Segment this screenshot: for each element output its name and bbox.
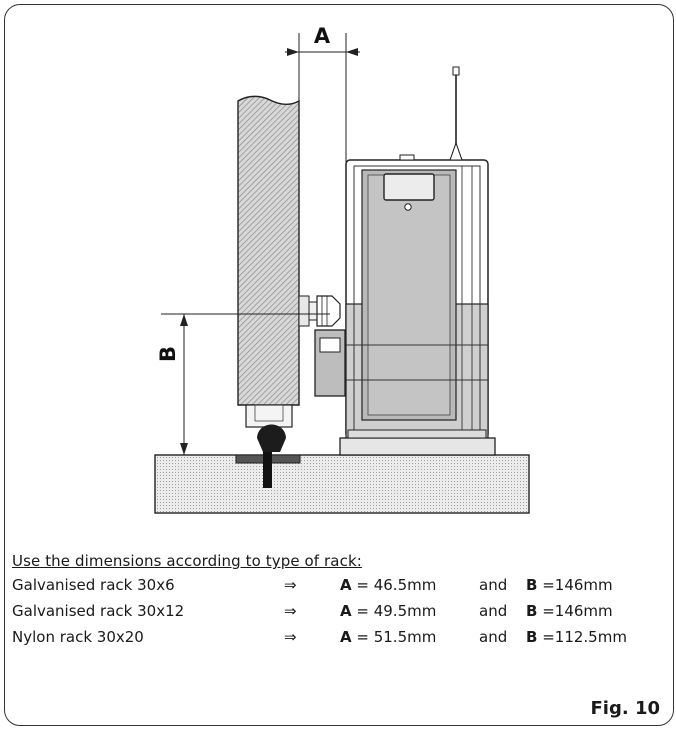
dim-a-label: A — [314, 24, 331, 48]
b-label: B — [526, 628, 538, 646]
and-text: and — [479, 602, 508, 620]
a-label: A — [340, 602, 352, 620]
figure-frame — [4, 4, 674, 726]
a-label: A — [340, 576, 352, 594]
and-text: and — [479, 576, 508, 594]
anchor-bolt — [263, 452, 272, 488]
caption: Use the dimensions according to type of … — [12, 552, 362, 570]
display-window — [383, 173, 435, 201]
rack-row: Nylon rack 30x20 ⇒ A = 51.5mm and B =112… — [12, 628, 672, 648]
rack-name: Galvanised rack 30x6 — [12, 576, 175, 594]
rack-name: Galvanised rack 30x12 — [12, 602, 185, 620]
a-value: = 51.5mm — [351, 628, 437, 646]
rack-row: Galvanised rack 30x6 ⇒ A = 46.5mm and B … — [12, 576, 672, 596]
motor-base — [339, 437, 496, 456]
arrow-symbol: ⇒ — [284, 576, 297, 594]
rack-row: Galvanised rack 30x12 ⇒ A = 49.5mm and B… — [12, 602, 672, 622]
arrow-symbol: ⇒ — [284, 602, 297, 620]
b-value: =112.5mm — [537, 628, 627, 646]
screw — [404, 203, 412, 211]
rack-bracket — [298, 295, 310, 327]
a-value: = 49.5mm — [351, 602, 437, 620]
b-label: B — [526, 576, 538, 594]
arrow-symbol: ⇒ — [284, 628, 297, 646]
dim-b-label: B — [156, 346, 180, 362]
ground-slab — [154, 454, 530, 514]
pinion — [316, 295, 341, 327]
and-text: and — [479, 628, 508, 646]
b-value: =146mm — [537, 602, 613, 620]
antenna — [449, 141, 463, 161]
b-value: =146mm — [537, 576, 613, 594]
figure-number: Fig. 10 — [590, 698, 660, 719]
track-wheel — [257, 424, 286, 452]
b-label: B — [526, 602, 538, 620]
a-value: = 46.5mm — [351, 576, 437, 594]
gate-leaf — [237, 95, 300, 406]
rack-name: Nylon rack 30x20 — [12, 628, 144, 646]
a-label: A — [340, 628, 352, 646]
gate-guide — [245, 404, 293, 428]
